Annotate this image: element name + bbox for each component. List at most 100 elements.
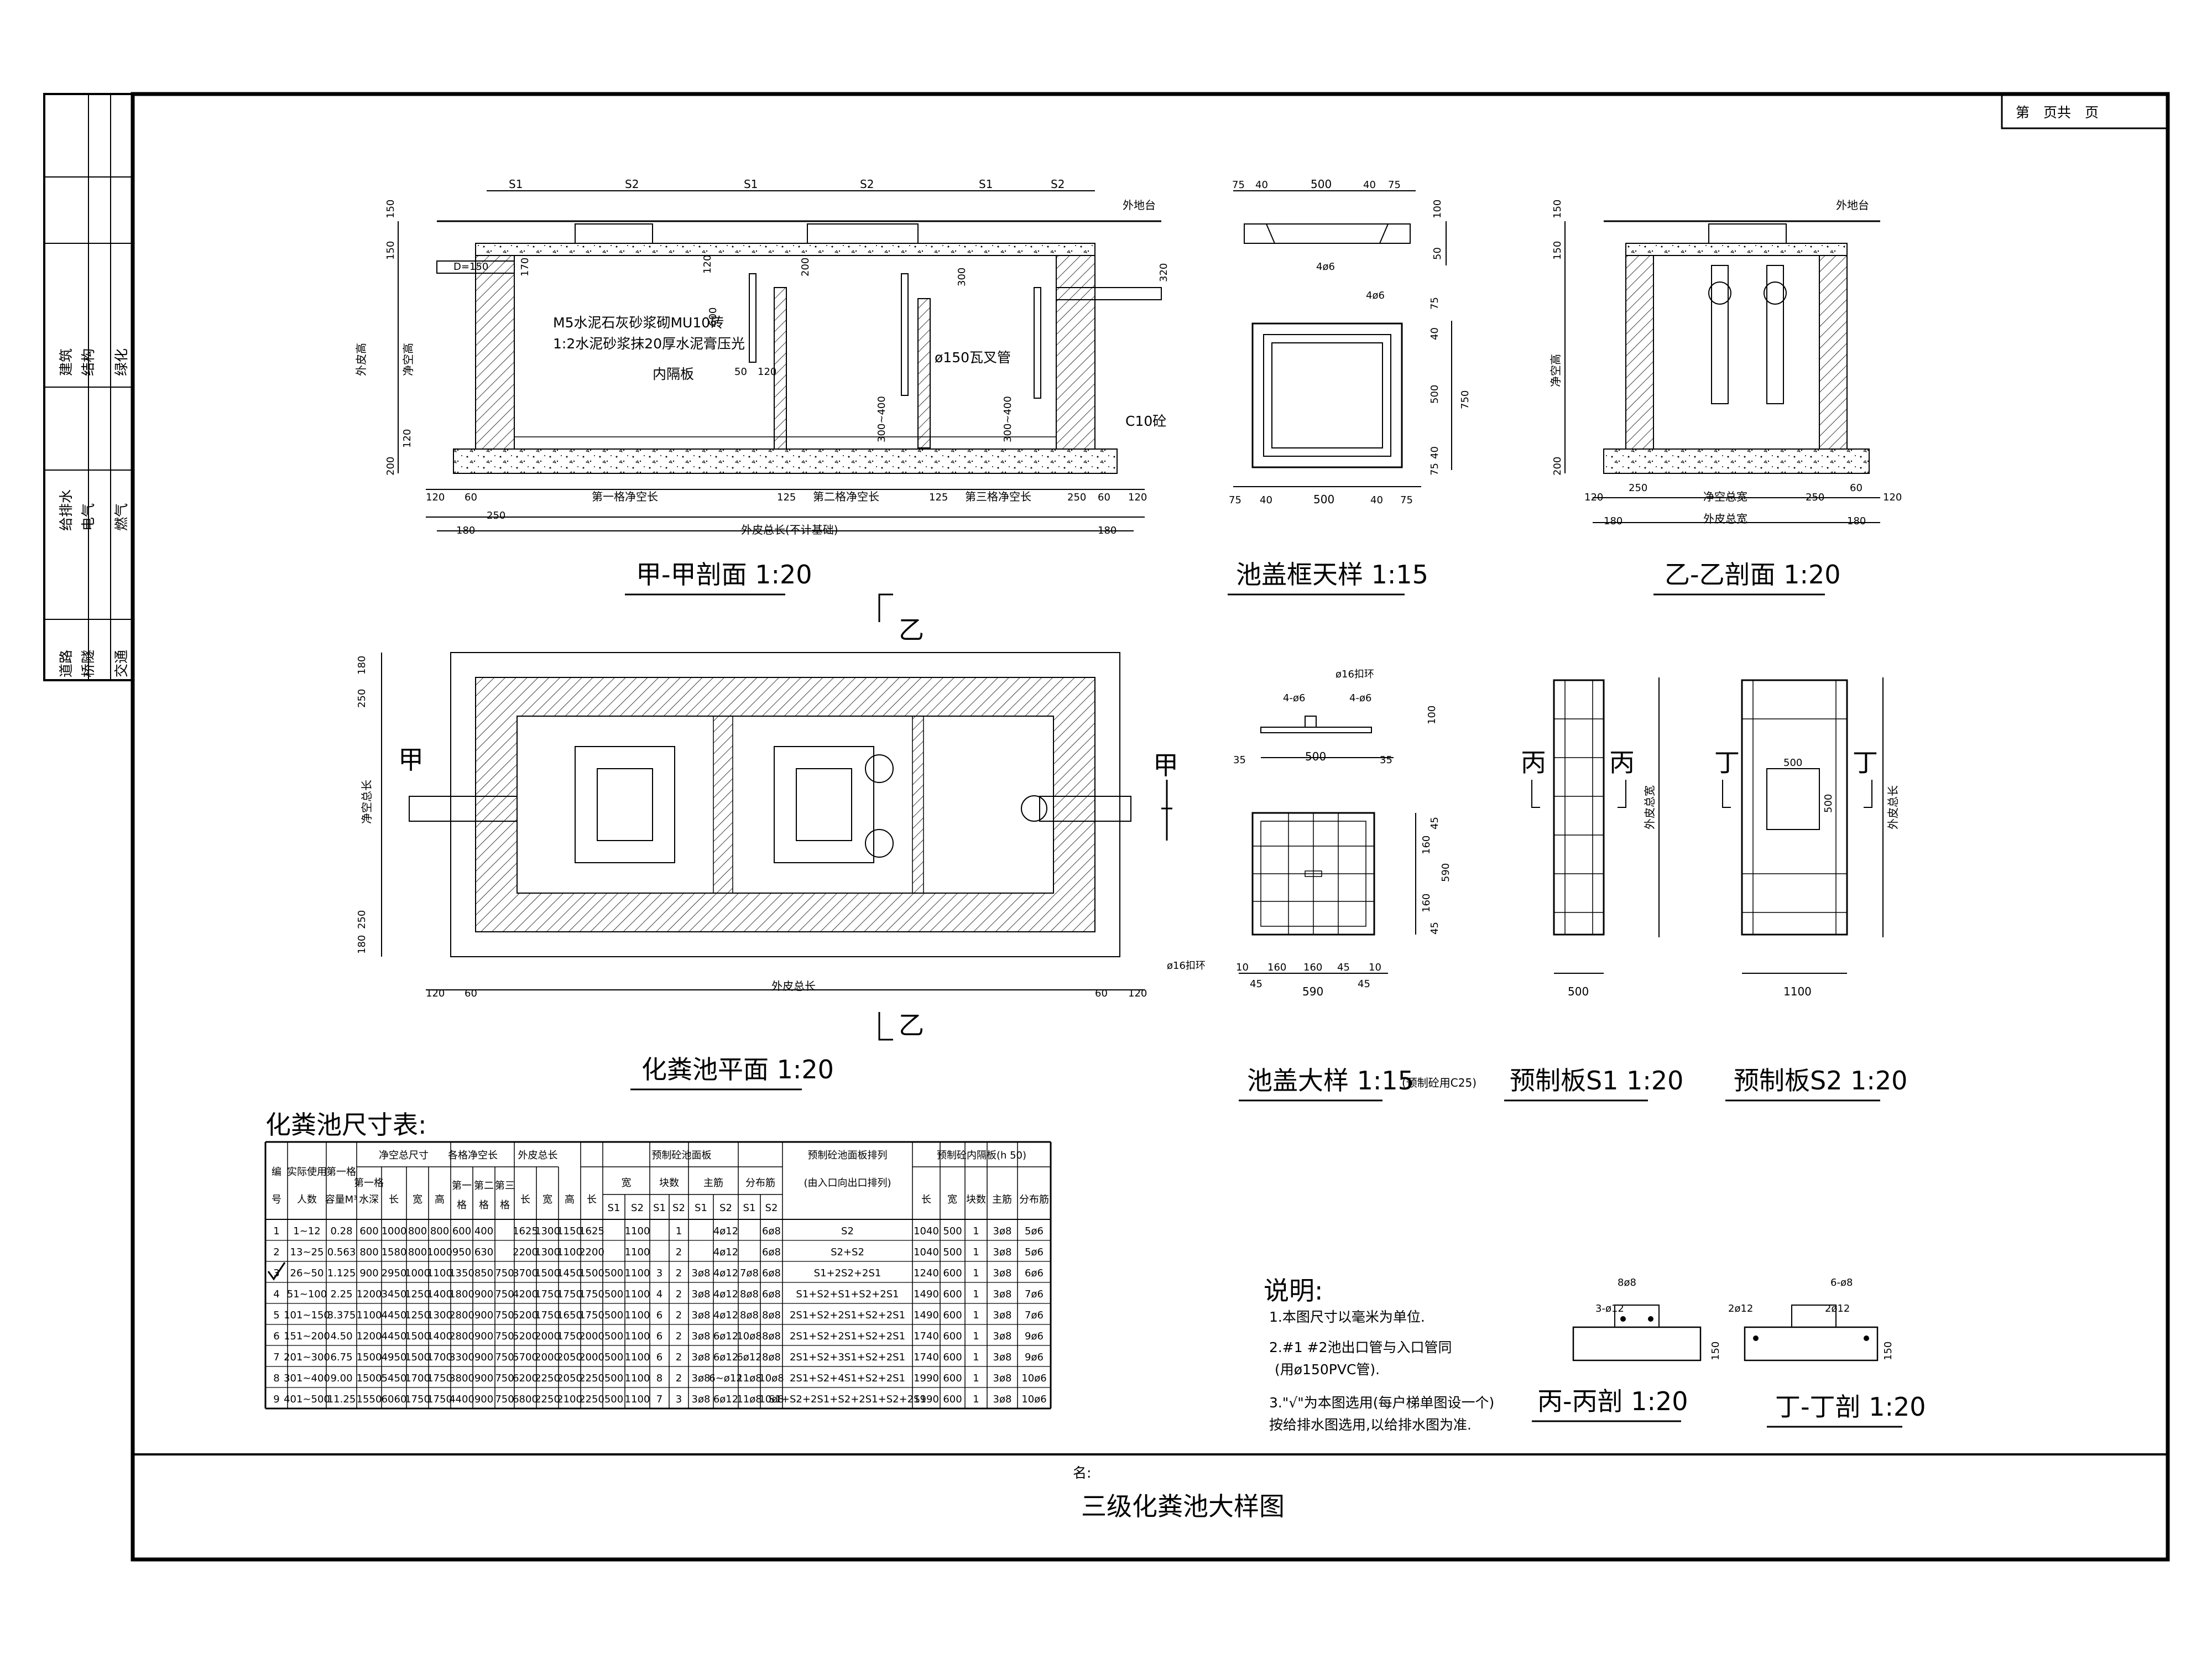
cell-r2-c3: 800 (359, 1246, 378, 1258)
svg-text:250: 250 (487, 510, 505, 521)
side-label-ranqi: 燃气 (113, 503, 129, 531)
cell-r1-c15: 1100 (625, 1225, 650, 1237)
cell-r4-c10: 4200 (513, 1288, 538, 1300)
cell-r2-c17: 2 (676, 1246, 682, 1258)
svg-text:S2: S2 (625, 178, 639, 191)
cell-r4-c13: 1750 (579, 1288, 604, 1300)
side-label-jiaotong: 交通 (113, 650, 129, 677)
cell-r7-c26: 3ø8 (993, 1352, 1012, 1363)
cell-r6-c5: 1500 (405, 1331, 430, 1342)
cell-r8-c18: 3ø8 (692, 1373, 711, 1384)
cell-r5-c21: 8ø8 (762, 1310, 781, 1321)
th-users-2: 人数 (297, 1194, 317, 1206)
svg-text:300~400: 300~400 (876, 396, 888, 442)
cell-r9-c26: 3ø8 (993, 1394, 1012, 1405)
cell-r7-c12: 2050 (557, 1352, 582, 1363)
cell-r8-c27: 10ø6 (1021, 1373, 1046, 1384)
svg-text:4-ø6: 4-ø6 (1349, 692, 1371, 704)
cell-r3-c7: 1350 (449, 1267, 474, 1279)
cell-r7-c2: 6.75 (330, 1352, 352, 1363)
cell-r4-c3: 1200 (357, 1288, 382, 1300)
th-no-2: 号 (272, 1194, 281, 1206)
cell-r2-c1: 13~25 (290, 1246, 324, 1258)
cell-r9-c22: S1+S2+2S1+S2+2S1+S2+2S1 (769, 1394, 926, 1405)
th-h: 高 (435, 1194, 445, 1206)
cell-r4-c21: 6ø8 (762, 1288, 781, 1300)
th-no-1: 编 (272, 1166, 281, 1178)
cell-r2-c13: 2200 (579, 1246, 604, 1258)
cell-r7-c11: 2000 (535, 1352, 560, 1363)
cell-r8-c9: 750 (495, 1373, 514, 1384)
cell-r5-c9: 750 (495, 1310, 514, 1321)
svg-text:75: 75 (1429, 463, 1441, 476)
cell-r4-c25: 1 (973, 1288, 979, 1300)
cover-detail-note: (预制砼用C25) (1402, 1076, 1477, 1089)
cell-r1-c23: 1040 (914, 1225, 939, 1237)
svg-text:丙: 丙 (1609, 748, 1635, 778)
section-d-title: 丁-丁剖 1:20 (1775, 1392, 1926, 1422)
svg-text:120: 120 (426, 988, 445, 999)
cell-r6-c24: 600 (943, 1331, 962, 1342)
cell-r4-c1: 51~100 (287, 1288, 327, 1300)
cell-r5-c20: 8ø8 (740, 1310, 759, 1321)
svg-text:外皮总宽: 外皮总宽 (1643, 785, 1656, 830)
cell-r6-c4: 4450 (382, 1331, 407, 1342)
svg-text:丁: 丁 (1714, 748, 1740, 778)
cell-r3-c25: 1 (973, 1267, 979, 1279)
cell-r6-c1: 151~200 (284, 1331, 330, 1342)
svg-text:150: 150 (1882, 1342, 1894, 1360)
cell-r7-c6: 1700 (427, 1352, 452, 1363)
cell-r6-c14: 500 (604, 1331, 623, 1342)
cell-r6-c18: 3ø8 (692, 1331, 711, 1342)
th-pl: 长 (921, 1194, 931, 1206)
svg-text:75: 75 (1388, 179, 1401, 191)
svg-text:丁: 丁 (1853, 748, 1878, 778)
svg-text:乙: 乙 (899, 1010, 924, 1040)
cell-r5-c12: 1650 (557, 1310, 582, 1321)
svg-text:150: 150 (1710, 1342, 1721, 1360)
note-4: 3."√"为本图选用(每户梯单图设一个) (1269, 1395, 1494, 1411)
th-s-4: S1 (695, 1202, 707, 1214)
svg-text:250: 250 (356, 910, 368, 929)
cell-r6-c2: 4.50 (330, 1331, 352, 1342)
svg-text:外皮总长(不计基础): 外皮总长(不计基础) (741, 523, 838, 536)
cell-r4-c4: 3450 (382, 1288, 407, 1300)
cell-r3-c19: 4ø12 (713, 1267, 738, 1279)
cell-r8-c7: 3800 (449, 1373, 474, 1384)
svg-text:180: 180 (1847, 515, 1866, 527)
cell-r7-c13: 2000 (579, 1352, 604, 1363)
svg-text:250: 250 (1629, 482, 1647, 494)
svg-text:180: 180 (356, 656, 368, 675)
cell-r7-c10: 5700 (513, 1352, 538, 1363)
cell-r7-c15: 1100 (625, 1352, 650, 1363)
cell-r5-c22: 2S1+S2+2S1+S2+2S1 (790, 1310, 905, 1321)
svg-text:第三格净空长: 第三格净空长 (965, 490, 1031, 503)
svg-text:60: 60 (1850, 482, 1863, 494)
svg-text:40: 40 (1370, 494, 1383, 506)
cell-r9-c11: 2250 (535, 1394, 560, 1405)
svg-text:净空高: 净空高 (1549, 354, 1562, 387)
svg-text:500: 500 (1311, 178, 1332, 191)
cell-r1-c12: 1150 (557, 1225, 582, 1237)
cell-r2-c8: 630 (474, 1246, 493, 1258)
th-l: 长 (389, 1194, 399, 1206)
svg-text:45: 45 (1250, 978, 1262, 990)
cell-r7-c8: 900 (474, 1352, 493, 1363)
svg-text:500: 500 (1313, 493, 1334, 506)
svg-text:S1: S1 (744, 178, 758, 191)
cell-r7-c1: 201~300 (284, 1352, 330, 1363)
cell-r8-c1: 301~400 (284, 1373, 330, 1384)
svg-text:500: 500 (1783, 757, 1802, 769)
svg-text:150: 150 (385, 200, 397, 218)
cell-r6-c15: 1100 (625, 1331, 650, 1342)
cell-r9-c20: 11ø8 (737, 1394, 761, 1405)
section-d: 6-ø8 2ø12 2ø12 150 丁-丁剖 1:20 (1728, 1277, 1926, 1428)
cell-r8-c12: 2050 (557, 1373, 582, 1384)
svg-text:180: 180 (1604, 515, 1623, 527)
cell-r7-c7: 3300 (449, 1352, 474, 1363)
cell-r7-c3: 1500 (357, 1352, 382, 1363)
section-c-title: 丙-丙剖 1:20 (1537, 1386, 1688, 1416)
cell-r1-c26: 3ø8 (993, 1225, 1012, 1237)
svg-text:600: 600 (707, 307, 719, 326)
cell-r5-c26: 3ø8 (993, 1310, 1012, 1321)
